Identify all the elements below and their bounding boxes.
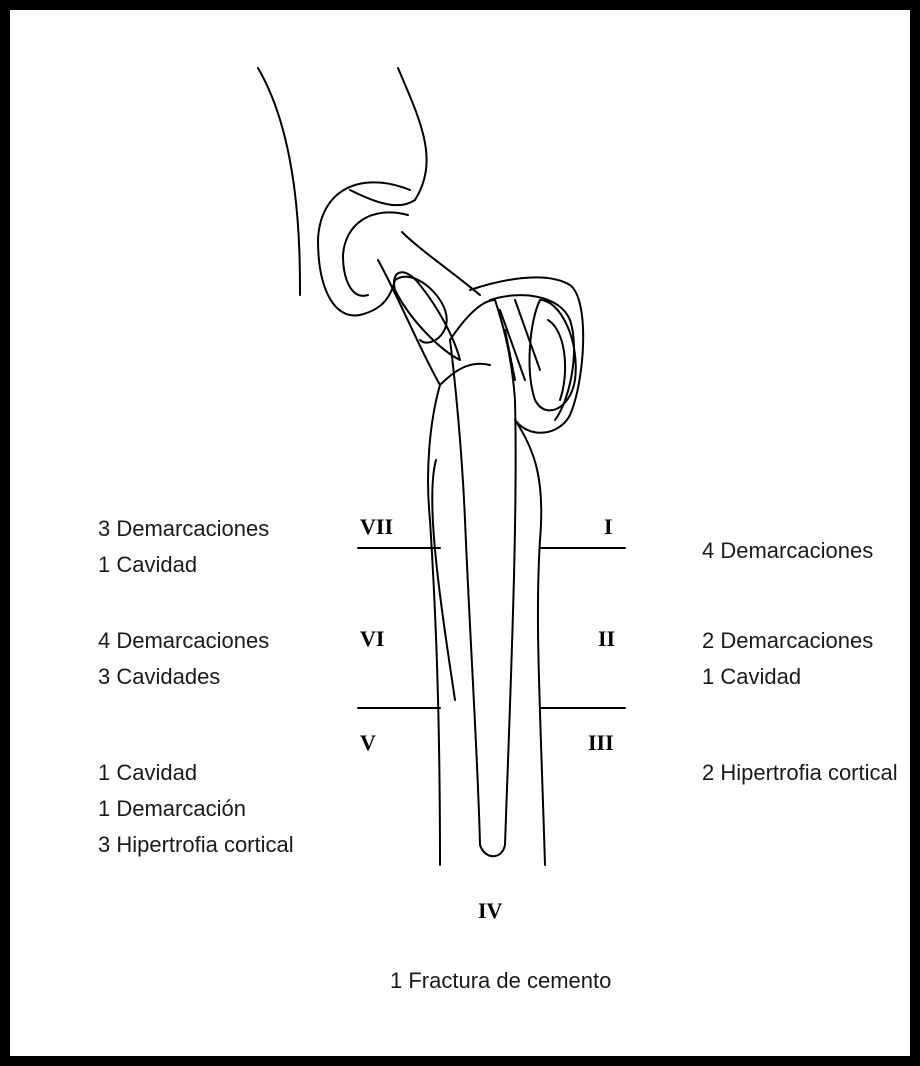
pelvis-inner-line [350, 68, 427, 205]
annotation-zone5-line1: 1 Cavidad [98, 758, 197, 788]
acetabular-cup-inner [343, 212, 408, 295]
femur-lateral-cortex [515, 420, 545, 865]
annotation-zone5-line2: 1 Demarcación [98, 794, 246, 824]
femur-medial-cortex [428, 385, 440, 865]
annotation-zone2-line1: 2 Demarcaciones [702, 626, 873, 656]
prosthesis-neck-upper [402, 232, 480, 295]
annotation-zone1-line1: 4 Demarcaciones [702, 536, 873, 566]
annotation-zone7-line2: 1 Cavidad [98, 550, 197, 580]
zone-label-vii: VII [360, 514, 393, 540]
annotation-zone7-line1: 3 Demarcaciones [98, 514, 269, 544]
prosthesis-shoulder [450, 300, 515, 400]
pelvis-outer-line [258, 68, 300, 295]
zone-label-iv: IV [478, 898, 502, 924]
prosthesis-stem-lateral [480, 400, 516, 856]
greater-trochanter [470, 277, 583, 432]
prosthesis-neck-lower [378, 260, 440, 385]
zone-label-v: V [360, 730, 376, 756]
zone-label-ii: II [598, 626, 615, 652]
zone-label-iii: III [588, 730, 614, 756]
prosthesis-stem-medial [450, 340, 480, 845]
annotation-zone6-line2: 3 Cavidades [98, 662, 220, 692]
zone-label-vi: VI [360, 626, 384, 652]
annotation-zone2-line2: 1 Cavidad [702, 662, 801, 692]
annotation-zone3-line1: 2 Hipertrofia cortical [702, 758, 898, 788]
annotation-zone6-line1: 4 Demarcaciones [98, 626, 269, 656]
annotation-zone4-line1: 1 Fractura de cemento [390, 966, 611, 996]
zone-label-i: I [604, 514, 613, 540]
trochanter-loop-2 [548, 320, 565, 400]
prosthesis-collar [440, 364, 490, 385]
annotation-zone5-line3: 3 Hipertrofia cortical [98, 830, 294, 860]
cement-mantle-medial [432, 460, 455, 700]
